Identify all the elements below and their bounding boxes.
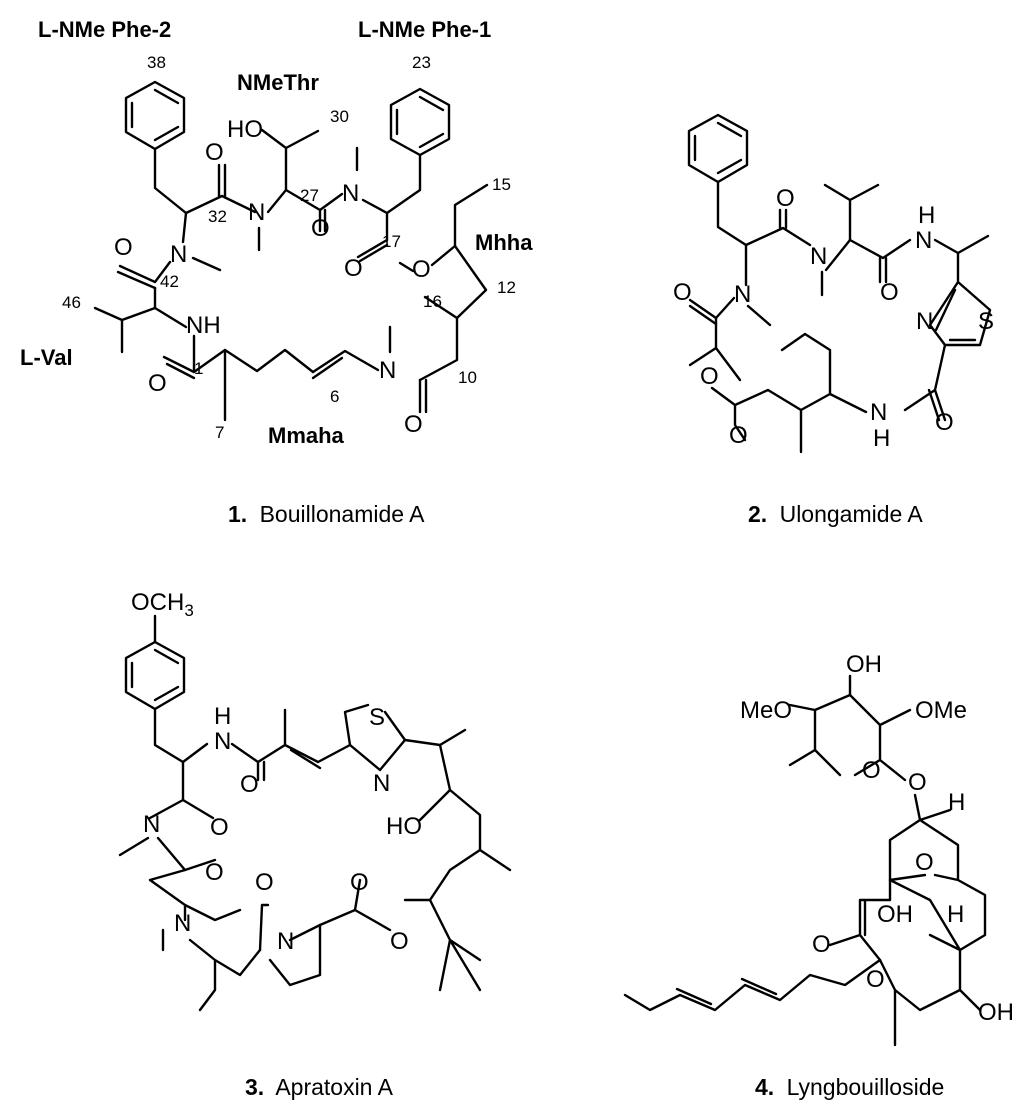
atom-n-amide: N [870, 399, 887, 426]
atom-n-phe: N [734, 281, 751, 308]
caption-1-number: 1. [228, 501, 247, 527]
atom-nh-val: NH [186, 312, 221, 339]
locant-30: 30 [330, 107, 349, 126]
residue-label-mmaha: Mmaha [268, 423, 345, 448]
atom-o-ester: O [412, 256, 431, 283]
atom-och3-text: OCH [131, 589, 184, 616]
caption-4-number: 4. [755, 1074, 774, 1100]
atom-o-lactone: O [812, 931, 831, 958]
locant-27: 27 [300, 186, 319, 205]
atom-h-thz: H [918, 202, 935, 229]
caption-3-name: Apratoxin A [275, 1074, 393, 1100]
caption-2-number: 2. [748, 501, 767, 527]
atom-o-a: O [240, 771, 259, 798]
atom-oh-bottom: OH [978, 999, 1014, 1026]
atom-o-32: O [205, 139, 224, 166]
atom-o-17: O [344, 255, 363, 282]
atom-o-lactone-ring: O [866, 966, 885, 993]
compound-1-bonds [93, 80, 489, 422]
locant-10: 10 [458, 368, 477, 387]
atom-n-tyr: N [214, 728, 231, 755]
atom-ome: OMe [915, 697, 967, 724]
atom-n-thiazole: N [916, 308, 933, 335]
atom-o-e: O [729, 422, 748, 449]
residue-label-nme-phe2: L-NMe Phe-2 [38, 17, 171, 42]
locant-15: 15 [492, 175, 511, 194]
locant-23: 23 [412, 53, 431, 72]
caption-1: 1. Bouillonamide A [228, 501, 425, 527]
atom-o-glycosidic: O [908, 769, 927, 796]
residue-label-nme-phe1: L-NMe Phe-1 [358, 17, 491, 42]
atom-s-thiazoline: S [369, 704, 385, 731]
locant-12: 12 [497, 278, 516, 297]
locant-42: 42 [160, 272, 179, 291]
atom-o-42: O [114, 234, 133, 261]
residue-label-lval: L-Val [20, 345, 73, 370]
compound-4-structure: OH MeO OMe O O H O OH H O O OH 4. Lyngbo… [623, 651, 1014, 1100]
residue-label-nmethr: NMeThr [237, 70, 319, 95]
atom-o-c: O [673, 279, 692, 306]
atom-ho: HO [386, 813, 422, 840]
atom-h-top: H [948, 789, 965, 816]
locant-38: 38 [147, 53, 166, 72]
locant-6: 6 [330, 387, 339, 406]
caption-1-name: Bouillonamide A [260, 501, 426, 527]
atom-o-ester: O [700, 363, 719, 390]
caption-3: 3. Apratoxin A [245, 1074, 394, 1100]
locant-7: 7 [215, 423, 224, 442]
atom-o-d: O [935, 409, 954, 436]
atom-och3-subscript: 3 [184, 601, 193, 620]
residue-label-mhha: Mhha [475, 230, 533, 255]
atom-o-b: O [880, 279, 899, 306]
atom-n-phe1: N [342, 180, 359, 207]
atom-h-tyr: H [214, 703, 231, 730]
caption-2: 2. Ulongamide A [748, 501, 923, 527]
atom-h-bridge: H [947, 901, 964, 928]
atom-oh-sugar-top: OH [846, 651, 882, 678]
atom-o-a: O [776, 185, 795, 212]
atom-o-ester: O [390, 928, 409, 955]
atom-n-enamide: N [379, 357, 396, 384]
atom-n-thr: N [248, 199, 265, 226]
atom-n-phe2: N [170, 241, 187, 268]
atom-o-b: O [210, 814, 229, 841]
atom-n-nmeile: N [174, 910, 191, 937]
atom-o-d: O [255, 869, 274, 896]
caption-2-name: Ulongamide A [780, 501, 924, 527]
locant-46: 46 [62, 293, 81, 312]
atom-o-1: O [148, 370, 167, 397]
compound-1-structure: L-NMe Phe-2 NMeThr L-NMe Phe-1 Mhha L-Va… [20, 17, 533, 527]
atom-n-pro: N [277, 928, 294, 955]
atom-o-bridge: O [915, 849, 934, 876]
compound-3-structure: OCH3 H N S O N N O HO O O O N N O [118, 589, 512, 1100]
atom-ho-thr: HO [227, 116, 263, 143]
atom-o-9: O [404, 411, 423, 438]
locant-32: 32 [208, 207, 227, 226]
compound-4-bonds [623, 674, 987, 1047]
atom-och3: OCH3 [131, 589, 194, 620]
atom-meo: MeO [740, 697, 792, 724]
atom-n-thiazoline: N [373, 770, 390, 797]
atom-h-amide: H [873, 425, 890, 452]
atom-oh-hemiketal: OH [877, 901, 913, 928]
caption-4: 4. Lyngbouilloside [755, 1074, 944, 1100]
compound-2-structure: H N O N O N O N S O N H O O [673, 113, 994, 527]
caption-3-number: 3. [245, 1074, 264, 1100]
atom-n-nmeala: N [143, 811, 160, 838]
atom-n-val: N [810, 243, 827, 270]
compound-2-bonds [687, 113, 992, 454]
compound-3-bonds [118, 614, 512, 1012]
atom-n-thz-amide: N [915, 227, 932, 254]
caption-4-name: Lyngbouilloside [787, 1074, 945, 1100]
atom-o-c: O [205, 859, 224, 886]
